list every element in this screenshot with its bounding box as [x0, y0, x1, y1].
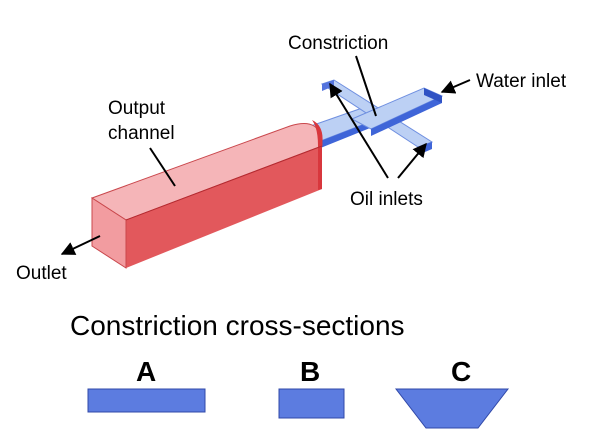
- water-arm-side: [371, 96, 442, 136]
- cross-section-letter-c: C: [451, 356, 471, 387]
- label-output-channel-line2: channel: [108, 123, 175, 144]
- cross-section-a-shape: [87, 388, 206, 413]
- oil-inlet-left-end: [322, 80, 334, 91]
- label-oil-inlets: Oil inlets: [350, 189, 423, 210]
- cross-section-c-shape: [394, 388, 510, 429]
- outlet-arrow: [60, 235, 101, 255]
- cross-section-letter-b: B: [300, 356, 320, 387]
- cross-section-letter-a: A: [136, 356, 156, 387]
- cross-junction: [304, 79, 444, 155]
- output-channel-leader: [149, 147, 176, 187]
- label-water-inlet: Water inlet: [476, 71, 567, 92]
- water-inlet-arrow: [440, 79, 471, 94]
- output-channel-outlet-face: [91, 197, 127, 269]
- constriction-leader: [355, 55, 377, 117]
- cross-section-b-shape: [278, 388, 345, 419]
- cross-sections-heading: Constriction cross-sections: [70, 310, 405, 341]
- label-constriction: Constriction: [288, 33, 388, 54]
- output-channel-front: [126, 146, 322, 268]
- oil-inlet-arrow-right: [397, 142, 427, 179]
- output-channel-end-cap: [312, 120, 323, 190]
- label-outlet: Outlet: [16, 263, 67, 284]
- label-output-channel-line1: Output: [108, 98, 166, 119]
- output-channel: [90, 120, 323, 269]
- oil-inlet-arrow-left: [329, 82, 389, 179]
- water-inlet-end: [424, 88, 442, 103]
- annotation-arrows: [60, 55, 471, 255]
